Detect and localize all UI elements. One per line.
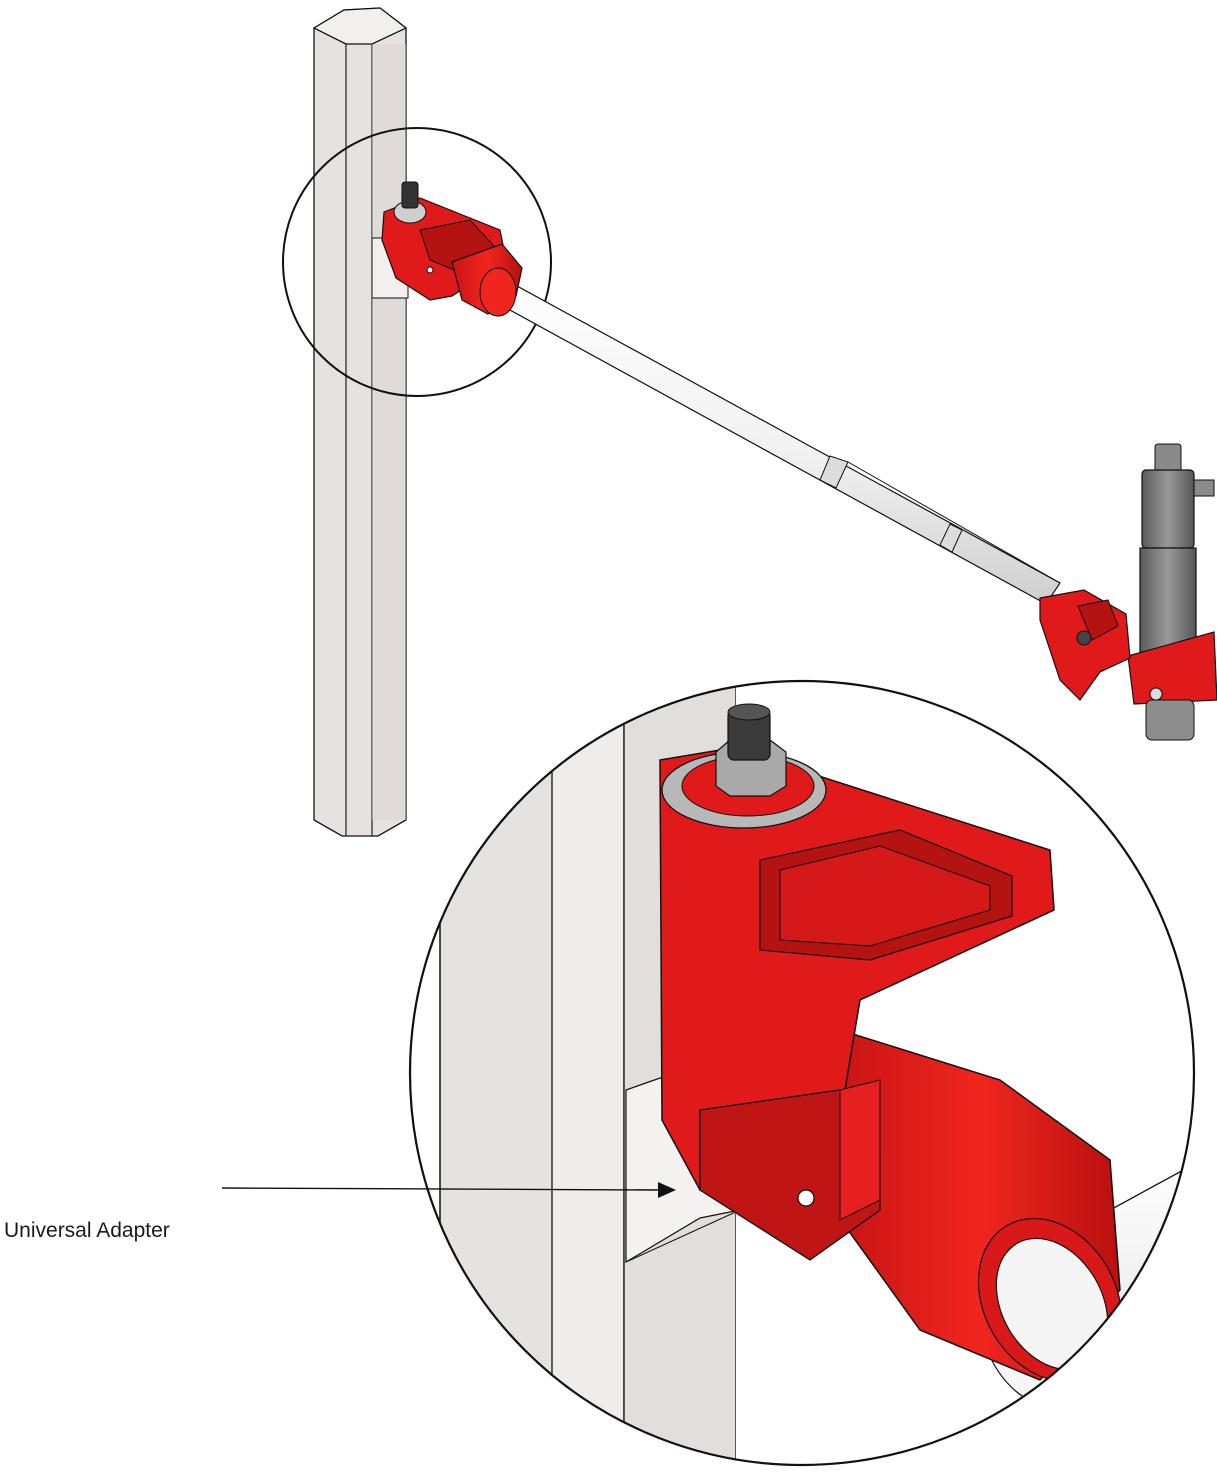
detail-circle-small [282,127,552,397]
universal-adapter-label: Universal Adapter [4,1219,170,1242]
magnified-detail [410,681,1194,1465]
callout-arrow [221,1182,676,1198]
adapter-clevis-small [371,181,523,317]
vertical-post [312,7,408,837]
telescopic-strut [487,274,1061,605]
detail-circle-large [408,679,1196,1467]
actuator-assembly [1039,443,1217,741]
